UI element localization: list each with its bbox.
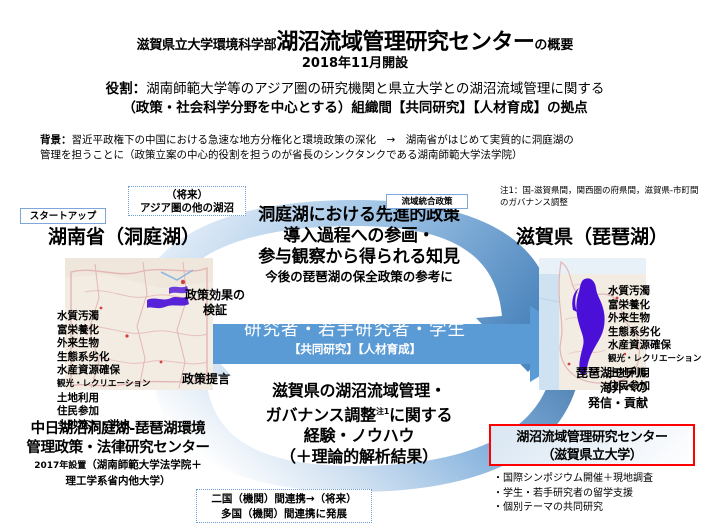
label-future-other-lakes: （将来） アジア圏の他の湖沼 [128, 186, 246, 216]
bullet-item: ・個別テーマの共同研究 [493, 502, 603, 513]
keyword-item: 土砂流入・洪水 [57, 418, 131, 431]
caption-line-1: 琵琶湖モデル [575, 366, 648, 380]
map-hunan-graphic [65, 258, 213, 390]
keyword-item: 水産資源確保 [57, 364, 120, 377]
keyword-item: 観光・レクリエーション [57, 378, 151, 389]
arrow-exchange-band [118, 306, 592, 382]
background-label: 背景： [40, 134, 72, 146]
background-block: 背景：習近平政権下の中国における急速な地方分権化と環境政策の深化 → 湖南省がは… [40, 133, 680, 163]
center-bottom-line-3: 経験・ノウハウ [303, 426, 415, 446]
keyword-item: 水産資源確保 [608, 339, 671, 352]
title-suffix: の概要 [534, 38, 574, 53]
institution-left-line-2: 管理政策・法律研究センター [26, 440, 210, 456]
institution-right-box: 湖沼流域管理研究センター （滋賀県立大学） [489, 424, 695, 466]
center-bottom-line-2: ガバナンス調整注1に関する [222, 401, 496, 425]
role-label: 役割： [105, 81, 147, 97]
role-block: 役割：湖南師範大学等のアジア圏の研究機関と県立大学との湖沼流域管理に関する （政… [0, 80, 710, 118]
institution-left-year: 2017年設置 [34, 461, 87, 471]
keyword-item: 住民参加 [608, 380, 650, 393]
center-top-line-2: 導入過程への参画・ [283, 226, 435, 246]
title-main: 湖沼流域管理研究センター [276, 30, 535, 55]
institution-left-partner: （湖南師範大学法学院＋ [86, 459, 202, 471]
institution-right-bullets: ・国際シンポジウム開催＋現地調査 ・学生・若手研究者の留学支援 ・個別テーマの共… [493, 472, 703, 516]
label-bilateral-line-1: 二国（機関）間連携→（将来） [211, 493, 357, 505]
note-1: 注1：国-滋賀県間，関西圏の府県間，滋賀県-市町間のガバナンス調整 [500, 186, 699, 208]
label-startup: スタートアップ [20, 208, 106, 224]
map-hunan-dongting [65, 258, 213, 390]
role-line-1: 湖南師範大学等のアジア圏の研究機関と県立大学との湖沼流域管理に関する [146, 81, 605, 97]
arrow-shiga-to-hunan [128, 322, 582, 492]
label-integrated-policy: 流域統合政策 [386, 194, 468, 209]
arrow-hunan-to-shiga [128, 200, 580, 372]
caption-line-1: 政策効果の [185, 288, 246, 302]
center-bottom-text: 滋賀県の湖沼流域管理・ ガバナンス調整注1に関する 経験・ノウハウ （＋理論的解… [222, 380, 496, 467]
center-top-text: 洞庭湖における先進的政策 導入過程への参画・ 参与観察から得られる知見 今後の琵… [226, 205, 492, 285]
label-bilateral-to-multilateral: 二国（機関）間連携→（将来） 多国（機関）間連携に発展 [196, 489, 372, 523]
keyword-item: 富栄養化 [57, 323, 99, 336]
heading-shiga-prefecture: 滋賀県（琵琶湖） [516, 226, 669, 248]
map-shiga-biwa [539, 258, 646, 390]
center-top-line-1: 洞庭湖における先進的政策 [258, 205, 460, 225]
keyword-list-hunan: 水質汚濁 富栄養化 外来生物 生態系劣化 水産資源確保 観光・レクリエーション … [57, 310, 150, 432]
keyword-item: 土地利用 [608, 366, 650, 379]
caption-line-2: 海外への [599, 381, 648, 395]
center-bottom-line-4: （＋理論的解析結果） [279, 447, 438, 467]
bullet-item: ・学生・若手研究者の留学支援 [493, 487, 633, 499]
institution-left-line-3: 2017年設置（湖南師範大学法学院＋ [2, 458, 234, 474]
keyword-item: 観光・レクリエーション [608, 353, 702, 364]
keyword-item: 外来生物 [57, 337, 99, 350]
background-line-2: 管理を担うことに（政策立案の中心的役割を担うのが省長のシンクタンクである湖南師範… [40, 149, 523, 161]
page-subtitle: 2018年11月開設 [301, 56, 409, 71]
institution-left-line-1: 中日湖沼洞庭湖-琵琶湖環境 [30, 421, 206, 437]
role-line-2: （政策・社会科学分野を中心とする）組織間【共同研究】【人材育成】の拠点 [122, 100, 588, 116]
keyword-item: 富栄養化 [608, 298, 650, 311]
institution-right-line-1: 湖沼流域管理研究センター [516, 430, 668, 445]
bullet-item: ・国際シンポジウム開催＋現地調査 [493, 473, 653, 484]
label-future-line-1: （将来） [166, 189, 208, 201]
center-bottom-line-2b: に関する [389, 405, 453, 425]
heading-hunan-province: 湖南省（洞庭湖） [48, 226, 201, 248]
center-bottom-line-1: 滋賀県の湖沼流域管理・ [272, 381, 446, 400]
institution-left: 中日湖沼洞庭湖-琵琶湖環境 管理政策・法律研究センター 2017年設置（湖南師範… [2, 420, 234, 489]
caption-policy-proposal: 政策提言 [182, 372, 231, 386]
keyword-item: 水質汚濁 [57, 310, 99, 322]
keyword-item: 生態系劣化 [57, 350, 110, 363]
center-bottom-note-ref: 注1 [375, 407, 390, 416]
keyword-item: 土地利用 [57, 391, 99, 404]
center-bottom-line-2a: ガバナンス調整 [265, 405, 376, 425]
caption-policy-effect-verification: 政策効果の 検証 [185, 288, 245, 318]
cycle-diagram [118, 200, 592, 492]
caption-line-3: 発信・貢献 [587, 396, 648, 410]
caption-biwako-model: 琵琶湖モデル 海外への 発信・貢献 [576, 366, 648, 411]
background-line-1: 習近平政権下の中国における急速な地方分権化と環境政策の深化 → 湖南省がはじめて… [71, 134, 574, 146]
caption-line-2: 検証 [203, 303, 228, 317]
label-bilateral-line-2: 多国（機関）間連携に発展 [221, 508, 347, 520]
keyword-item: 住民参加 [57, 405, 99, 418]
map-shiga-graphic [539, 258, 646, 390]
institution-left-line-4: 理工学系省内他大学） [65, 475, 171, 487]
keyword-item: 外来生物 [608, 312, 650, 325]
keyword-list-shiga: 水質汚濁 富栄養化 外来生物 生態系劣化 水産資源確保 観光・レクリエーション … [608, 285, 701, 394]
page-title: 滋賀県立大学環境科学部湖沼流域管理研究センターの概要 [0, 24, 710, 56]
center-top-line-3: 参与観察から得られる知見 [258, 247, 460, 267]
title-prefix: 滋賀県立大学環境科学部 [136, 38, 277, 53]
center-top-subline: 今後の琵琶湖の保全政策の参考に [265, 269, 453, 284]
label-future-line-2: アジア圏の他の湖沼 [139, 202, 235, 214]
keyword-item: 生態系劣化 [608, 325, 661, 338]
institution-right-line-2: （滋賀県立大学） [541, 448, 643, 463]
keyword-item: 水質汚濁 [608, 285, 650, 297]
